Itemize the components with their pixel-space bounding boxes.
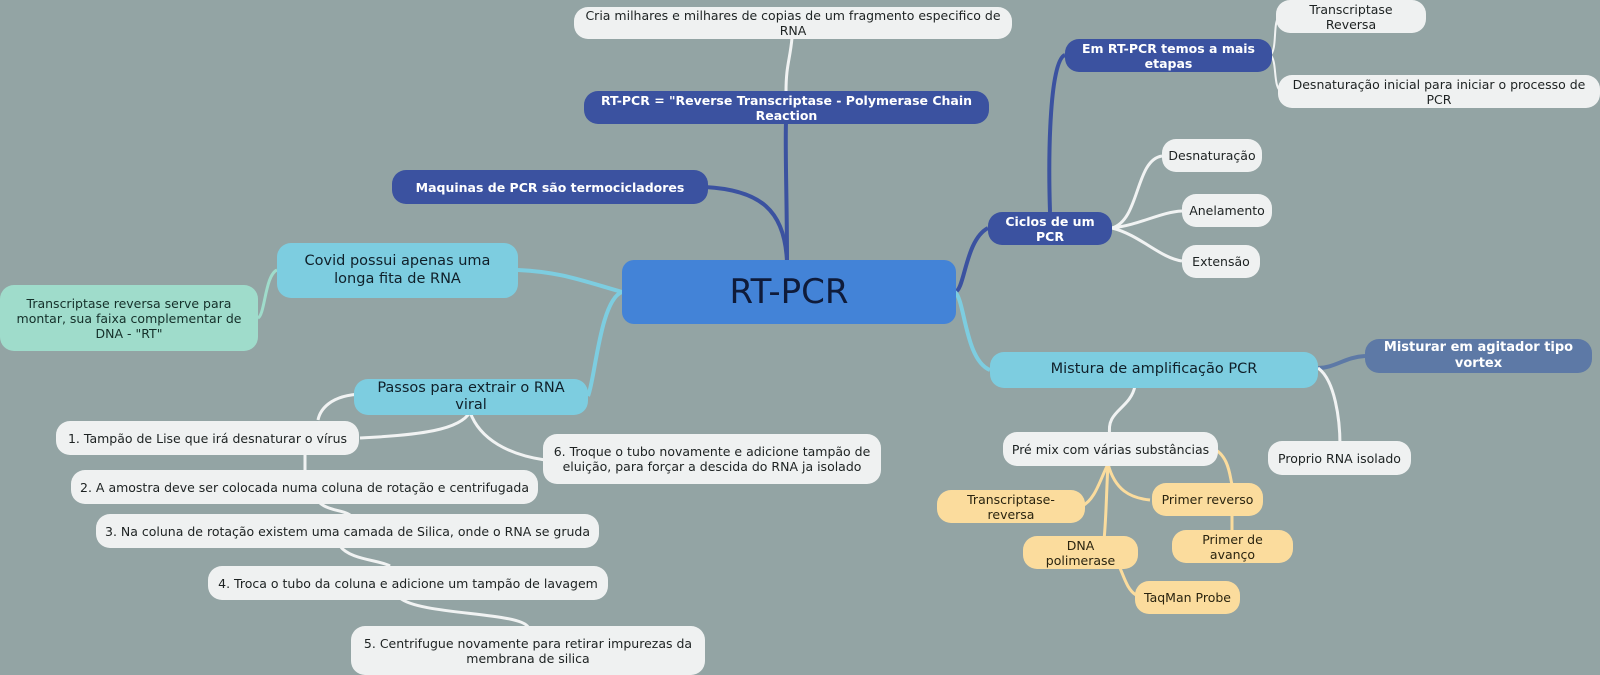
node-desnaturacao-inicial[interactable]: Desnaturação inicial para iniciar o proc… [1278,75,1600,108]
node-ciclos-pcr[interactable]: Ciclos de um PCR [988,212,1112,245]
node-anelamento[interactable]: Anelamento [1182,194,1272,227]
node-taqman-probe[interactable]: TaqMan Probe [1135,581,1240,614]
link-rtpcr-def-cria [784,37,794,93]
node-mais-etapas[interactable]: Em RT-PCR temos a mais etapas [1065,39,1272,72]
link-ciclos-anel [1111,209,1183,230]
link-ciclos-ext [1111,226,1183,263]
node-transcriptase-reversa-mix[interactable]: Transcriptase-reversa [937,490,1085,523]
node-mistura-pcr[interactable]: Mistura de amplificação PCR [990,352,1318,388]
link-mistura-rna [1317,366,1342,446]
node-passo-5[interactable]: 5. Centrifugue novamente para retirar im… [351,626,705,675]
link-mistura-premix [1107,385,1137,437]
link-central-maquinas [704,185,789,263]
link-central-covid [517,268,623,294]
link-central-rtpcr-def [783,121,789,263]
node-passos-rna[interactable]: Passos para extrair o RNA viral [354,379,588,415]
node-passo-4[interactable]: 4. Troca o tubo da coluna e adicione um … [208,566,608,600]
central-topic[interactable]: RT-PCR [622,260,956,324]
link-covid-mint [256,268,278,320]
node-extensao[interactable]: Extensão [1182,245,1260,278]
node-desnaturacao[interactable]: Desnaturação [1162,139,1262,172]
link-passos-1 [359,411,472,440]
link-ciclos-etapas [1047,53,1067,213]
node-passo-2[interactable]: 2. A amostra deve ser colocada numa colu… [71,470,538,504]
node-covid[interactable]: Covid possui apenas uma longa fita de RN… [277,243,518,298]
link-dna-taqman [1118,567,1137,597]
link-central-mistura [953,290,992,372]
node-proprio-rna[interactable]: Proprio RNA isolado [1268,441,1411,475]
node-primer-reverso[interactable]: Primer reverso [1152,483,1263,516]
node-passo-6[interactable]: 6. Troque o tubo novamente e adicione ta… [543,434,881,484]
node-transcriptase-reversa[interactable]: Transcriptase Reversa [1276,0,1426,33]
link-4-5 [399,596,530,629]
link-central-ciclos [953,226,990,294]
node-pre-mix[interactable]: Pré mix com várias substâncias [1003,432,1218,466]
node-maquinas-pcr[interactable]: Maquinas de PCR são termocicladores [392,170,708,204]
node-transcriptase-rt[interactable]: Transcriptase reversa serve para montar,… [0,285,258,351]
node-cria-copias[interactable]: Cria milhares e milhares de copias de um… [574,7,1012,39]
node-dna-polimerase[interactable]: DNA polimerase [1023,536,1138,569]
link-ciclos-desnat [1111,154,1163,230]
link-3-4 [338,544,391,568]
link-mistura-vortex [1317,354,1366,370]
node-passo-3[interactable]: 3. Na coluna de rotação existem uma cama… [96,514,599,548]
link-premix-primer [1106,463,1151,502]
link-passos-6 [468,411,546,462]
node-primer-avanco[interactable]: Primer de avanço [1172,530,1293,563]
node-passo-1[interactable]: 1. Tampão de Lise que irá desnaturar o v… [56,421,359,455]
node-vortex[interactable]: Misturar em agitador tipo vortex [1365,339,1592,373]
link-premix-trans [1081,463,1110,508]
link-central-passos [586,290,624,397]
node-rt-pcr-definition[interactable]: RT-PCR = "Reverse Transcriptase - Polyme… [584,91,989,124]
